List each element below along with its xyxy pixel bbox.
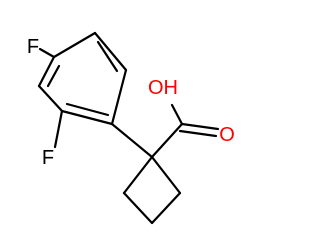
ring-bond-2 bbox=[93, 31, 128, 72]
ring-bond-6 bbox=[37, 55, 56, 88]
ring-bond-4 bbox=[60, 109, 114, 126]
atom-label-f-top: F bbox=[27, 36, 39, 58]
ring-bond-1 bbox=[52, 31, 97, 59]
cyclobutane-bond-1 bbox=[150, 155, 182, 195]
atom-label-hydroxyl: OH bbox=[148, 77, 178, 99]
bond-ring-to-f-bottom bbox=[53, 109, 64, 149]
cyclobutane-ring bbox=[122, 155, 182, 225]
bond-carbonyl-double-2 bbox=[178, 129, 218, 138]
ring-bond-3 bbox=[110, 68, 128, 126]
cyclobutane-bond-3 bbox=[122, 191, 154, 225]
ring-bond-2-inner bbox=[96, 40, 119, 73]
bond-ring-to-cyclobutane bbox=[110, 122, 154, 159]
atom-label-f-bottom: F bbox=[42, 147, 54, 169]
benzene-ring bbox=[37, 31, 128, 126]
bond-ring-to-carboxyl-carbon bbox=[150, 122, 184, 159]
atom-label-carbonyl-oxygen: O bbox=[219, 124, 235, 146]
cyclobutane-bond-4 bbox=[122, 155, 154, 195]
ring-bond-6-inner bbox=[46, 64, 61, 88]
molecule-structure: F F OH O bbox=[27, 31, 235, 225]
bond-carboxyl-to-oh bbox=[170, 103, 184, 126]
ring-bond-4-inner bbox=[65, 102, 110, 117]
cyclobutane-bond-2 bbox=[150, 191, 182, 225]
bond-carbonyl-double-1 bbox=[180, 122, 220, 131]
carboxylic-acid-group bbox=[150, 103, 220, 159]
bond-ring-to-f-top bbox=[38, 47, 56, 59]
ring-bond-5 bbox=[37, 84, 64, 113]
